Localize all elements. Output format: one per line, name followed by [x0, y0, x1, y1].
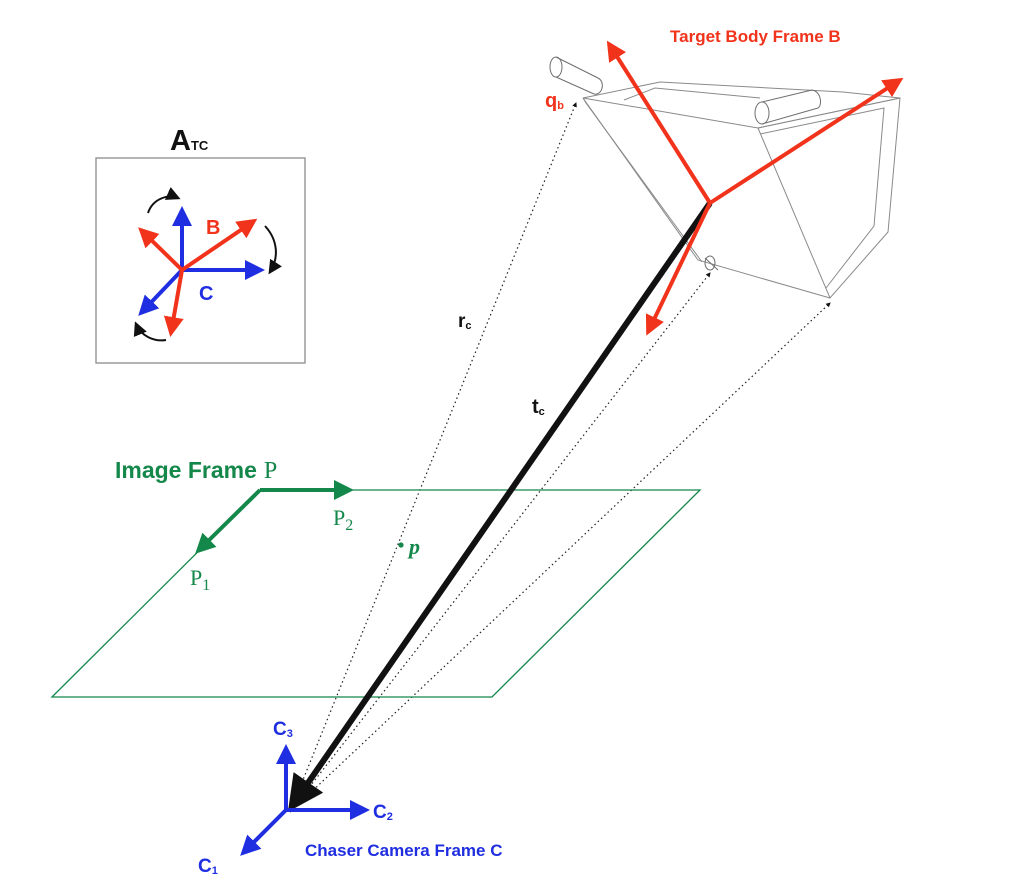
- inset-camera-axes: [138, 206, 265, 316]
- rotation-arrow-top: [147, 187, 181, 214]
- body-axis-down: [645, 202, 712, 336]
- rotation-arrow-bottom: [133, 321, 167, 342]
- target-satellite-sketch: [549, 56, 901, 299]
- atc-label: ATC: [170, 125, 209, 157]
- c3-label: C3: [273, 719, 293, 740]
- image-plane: [50, 489, 702, 698]
- c1-label: C1: [198, 856, 218, 877]
- rotation-arrow-right: [264, 225, 282, 275]
- image-frame-axes: [195, 480, 354, 554]
- tc-vector: [287, 201, 713, 812]
- c2-label: C2: [373, 802, 393, 823]
- corner-projection-line-1: [289, 272, 711, 813]
- p1-label: P1: [190, 565, 210, 594]
- tc-label: tc: [532, 396, 545, 418]
- target-body-axes: [606, 40, 904, 336]
- body-axis-right: [708, 77, 904, 205]
- atc-inset-box: [95, 157, 306, 364]
- q-b-label: qb: [545, 90, 564, 112]
- image-axis-p1: [195, 488, 262, 554]
- atc-inset: [95, 157, 306, 364]
- inset-c-label: C: [199, 283, 213, 305]
- rc-projection-line: [289, 102, 577, 813]
- camera-axis-c1: [240, 808, 288, 856]
- target-body-frame-label: Target Body Frame B: [670, 27, 841, 46]
- camera-frame-axes: [240, 744, 370, 856]
- corner-projection-line-2: [289, 302, 831, 813]
- inset-red-axis-upright: [180, 218, 258, 272]
- rc-label: rc: [458, 311, 472, 332]
- inset-red-axis-upleft: [138, 227, 184, 272]
- inset-red-axis-down: [163, 269, 184, 337]
- image-point-dot: [398, 542, 404, 548]
- image-point-label: p: [407, 534, 420, 559]
- inset-blue-axis-down: [138, 268, 184, 316]
- inset-rotation-arrows: [133, 187, 282, 342]
- body-axis-up: [606, 40, 712, 205]
- p2-label: P2: [333, 505, 353, 534]
- inset-body-axes: [138, 218, 258, 337]
- inset-b-label: B: [206, 217, 220, 239]
- projection-lines: [289, 102, 831, 813]
- chaser-camera-frame-label: Chaser Camera Frame C: [305, 841, 502, 860]
